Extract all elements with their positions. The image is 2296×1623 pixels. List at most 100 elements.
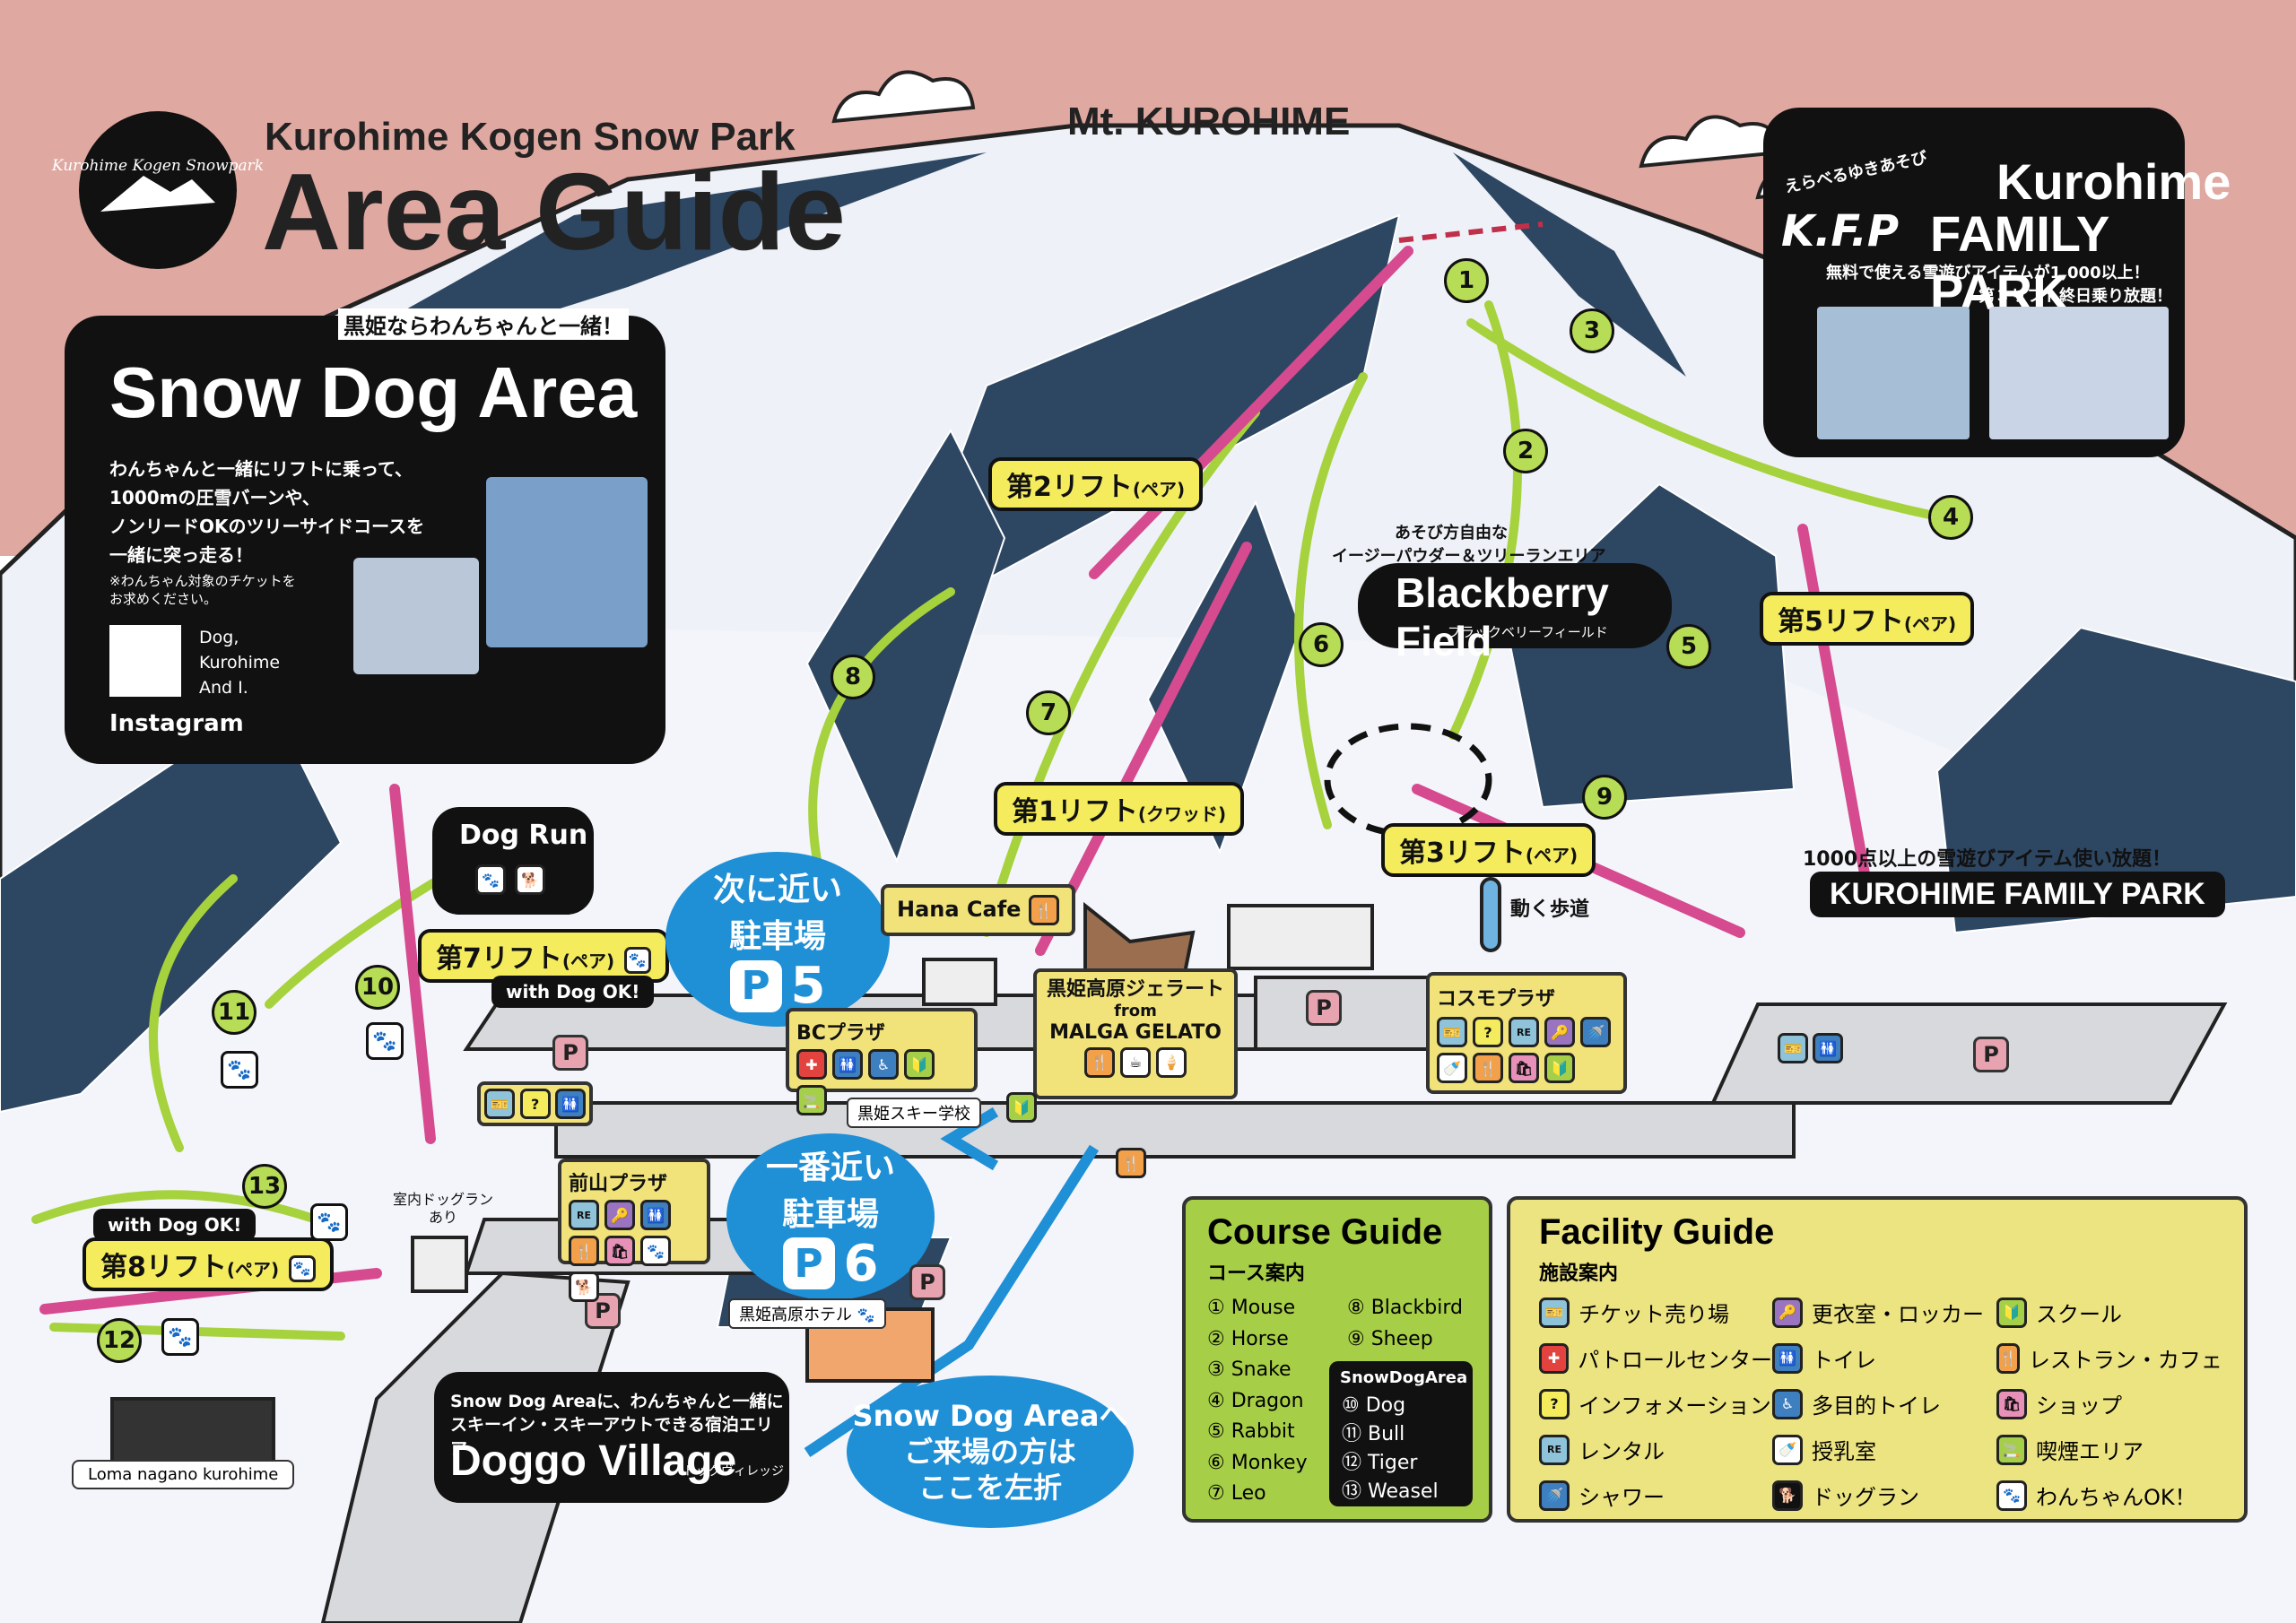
shower-icon: 🚿 [1580, 1017, 1611, 1047]
parking-icon[interactable]: P [909, 1264, 945, 1300]
description-line: わんちゃんと一緒にリフトに乗って、 [109, 458, 413, 480]
course-number[interactable]: 13 [242, 1164, 287, 1209]
course-number[interactable]: 9 [1582, 775, 1627, 820]
nursing-room-icon: 🍼 [1437, 1053, 1467, 1083]
building [922, 958, 997, 1006]
course-number[interactable]: 11 [212, 990, 257, 1035]
course-item: ⑦ Leo [1207, 1482, 1266, 1505]
course-number[interactable]: 12 [97, 1318, 142, 1363]
bc-name: BCプラザ [796, 1022, 885, 1045]
restaurant-icon: 🍴 [1473, 1053, 1503, 1083]
maeyama-plaza-label[interactable]: 前山プラザ RE 🔑 🚻 🍴 🛍 🐾 🐕 [558, 1159, 710, 1302]
snow-dog-area-callout: 黒姫ならわんちゃんと一緒！ Snow Dog Area わんちゃんと一緒にリフト… [65, 308, 665, 764]
course-item: ⑧ Blackbird [1347, 1297, 1463, 1319]
parking-icon[interactable]: P [585, 1293, 621, 1329]
hana-cafe-building [1083, 901, 1196, 979]
hotel-label[interactable]: 黒姫高原ホテル 🐾 [728, 1298, 886, 1329]
course-item: ② Horse [1207, 1327, 1289, 1350]
road [554, 1101, 1796, 1159]
parking-icon[interactable]: P [552, 1035, 588, 1071]
turn-left-line2: ご来場の方は [903, 1435, 1076, 1469]
school-icon: 🔰 [904, 1049, 935, 1080]
shop-icon: 🛍 [604, 1236, 635, 1266]
parking-icon[interactable]: P [1306, 990, 1342, 1026]
turn-left-line1: Snow Dog Areaへ [852, 1399, 1128, 1433]
hana-cafe-name: Hana Cafe [897, 897, 1022, 922]
rental-icon: RE [1539, 1434, 1570, 1465]
school-icon-sign: 🔰 [1006, 1092, 1037, 1123]
facility-cluster-right[interactable]: 🎫 🚻 [1778, 1026, 1844, 1063]
course-number[interactable]: 7 [1026, 690, 1071, 735]
lift-type: (ペア) [1132, 479, 1186, 500]
loma-label[interactable]: Loma nagano kurohime [72, 1460, 295, 1489]
turn-left-bubble[interactable]: Snow Dog Areaへ ご来場の方は ここを左折 [847, 1376, 1134, 1528]
p5-number: 5 [790, 957, 826, 1015]
bc-plaza-label[interactable]: BCプラザ ✚ 🚻 ♿ 🔰 🚬 [786, 1008, 978, 1115]
indoor-dogrun-line: 室内ドッグラン [393, 1191, 494, 1208]
lift-line [1035, 542, 1252, 956]
description-line: ノンリードOKのツリーサイドコースを [109, 516, 425, 537]
course-number[interactable]: 10 [355, 965, 400, 1010]
mountain-name: Mt. KUROHIME [1067, 100, 1350, 143]
gelato-label[interactable]: 黒姫高原ジェラート from MALGA GELATO 🍴 ☕ 🍦 [1033, 968, 1238, 1099]
restaurant-icon: 🍴 [1116, 1148, 1146, 1178]
lift-7-label[interactable]: 第7リフト(ペア) 🐾 [418, 929, 669, 983]
dog-course-list: ⑩ Dog ⑪ Bull ⑫ Tiger ⑬ Weasel [1342, 1392, 1439, 1506]
course-number[interactable]: 1 [1444, 258, 1489, 303]
locker-icon: 🔑 [604, 1200, 635, 1230]
course-number[interactable]: 4 [1928, 495, 1973, 540]
doggo-village-callout[interactable]: Snow Dog Areaに、わんちゃんと一緒に スキーイン・スキーアウトできる… [434, 1372, 789, 1503]
cloud-icon [831, 70, 976, 124]
facility-cluster-left[interactable]: 🎫 ? 🚻 [477, 1081, 594, 1126]
course-number[interactable]: 6 [1299, 622, 1344, 667]
facility-label: パトロールセンター [1578, 1348, 1772, 1373]
course-number[interactable]: 3 [1570, 308, 1614, 353]
lift-2-label[interactable]: 第2リフト(ペア) [988, 457, 1204, 511]
accessible-toilet-icon: ♿ [1772, 1388, 1803, 1419]
course-number[interactable]: 2 [1503, 429, 1548, 473]
ski-school-label[interactable]: 黒姫スキー学校 [847, 1098, 981, 1128]
lift-1-label[interactable]: 第1リフト(クワッド) [994, 782, 1245, 836]
lift-8-label[interactable]: 第8リフト(ペア) 🐾 [83, 1237, 334, 1291]
lift-line [1089, 246, 1413, 579]
facility-label: インフォメーション [1578, 1393, 1771, 1419]
course-number[interactable]: 8 [831, 655, 875, 699]
shop-icon: 🛍 [1509, 1053, 1539, 1083]
kfp-label: K.F.P [1781, 206, 1900, 256]
course-path [1466, 318, 1960, 525]
cosmo-plaza-label[interactable]: コスモプラザ 🎫 ? RE 🔑 🚿 🍼 🍴 🛍 🔰 [1426, 972, 1627, 1094]
doggo-title: Doggo Village [450, 1437, 737, 1485]
road [1709, 1002, 2228, 1105]
hana-cafe-label[interactable]: Hana Cafe 🍴 [881, 884, 1075, 936]
course-guide-legend: Course Guide コース案内 ① Mouse ② Horse ③ Sna… [1182, 1196, 1492, 1523]
course-guide-subtitle: コース案内 [1207, 1263, 1305, 1285]
p6-line1: 一番近い [765, 1149, 895, 1186]
info-icon: ? [1539, 1388, 1570, 1419]
indoor-dogrun-label: 室内ドッグラン あり [393, 1191, 493, 1227]
course-number[interactable]: 5 [1666, 624, 1711, 669]
snow-dog-area-label: SnowDogArea [1340, 1368, 1468, 1387]
lift-name: 第7リフト [436, 943, 562, 975]
blackberry-field-callout[interactable]: Blackberry Field ブラックベリーフィールド [1358, 563, 1672, 664]
info-icon: ? [519, 1089, 551, 1119]
note-line: お求めください。 [109, 591, 218, 607]
shower-icon: 🚿 [1539, 1480, 1570, 1511]
header-subtitle: Kurohime Kogen Snow Park [265, 115, 796, 159]
qr-code[interactable] [109, 625, 181, 697]
social-handle: Dog, Kurohime And I. [199, 625, 280, 700]
paw-icon: 🐾 [623, 946, 651, 974]
toilet-icon: 🚻 [555, 1089, 587, 1119]
family-park-banner[interactable]: KUROHIME FAMILY PARK [1810, 872, 2225, 917]
logo-mountain-icon [100, 176, 215, 212]
parking-icon[interactable]: P [1973, 1037, 2009, 1072]
lift-line [1797, 524, 1871, 884]
dog-run-callout: Dog Run 🐾 🐕 [432, 807, 594, 915]
lift-3-label[interactable]: 第3リフト(ペア) [1381, 823, 1596, 877]
locker-icon: 🔑 [1772, 1297, 1803, 1328]
lift-5-label[interactable]: 第5リフト(ペア) [1760, 592, 1975, 646]
facility-label: シャワー [1578, 1485, 1665, 1510]
lift-line [389, 784, 436, 1144]
instagram-label[interactable]: Instagram [109, 710, 244, 737]
